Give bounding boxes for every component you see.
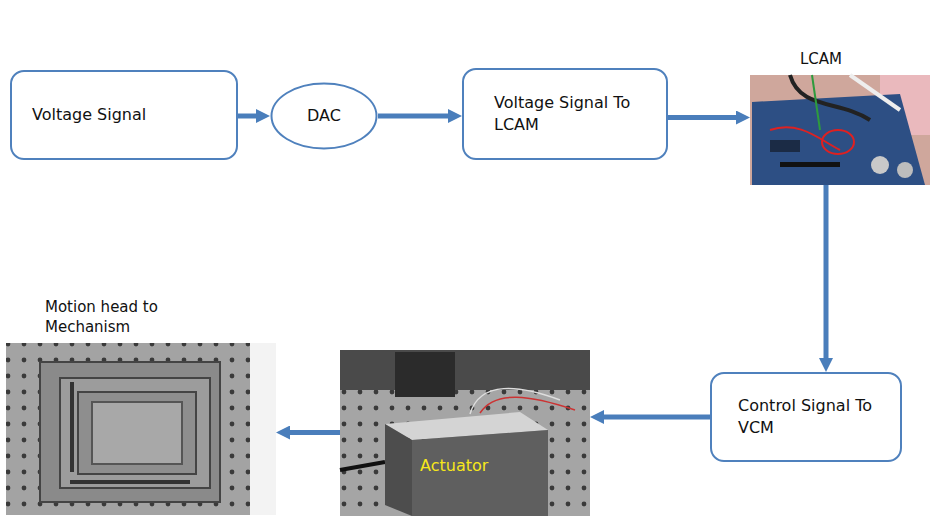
node-label: DAC <box>307 105 341 127</box>
capacitor <box>871 156 889 174</box>
flow-arrow <box>238 114 260 119</box>
actuator-photo-node: Actuator <box>340 350 590 516</box>
flexure-slot <box>70 382 74 472</box>
actuator-photo <box>340 350 590 516</box>
photo-heading: LCAM <box>800 49 842 69</box>
process-box: Voltage Signal <box>10 70 238 160</box>
mechanism-photo-node: Motion head to Mechanism <box>6 343 276 515</box>
flow-arrow <box>286 430 340 435</box>
chip <box>770 140 800 152</box>
wire <box>770 127 840 150</box>
cable <box>340 462 385 470</box>
flow-arrow <box>378 114 452 119</box>
table-holes <box>6 343 276 515</box>
node-label: Control Signal To VCM <box>738 395 876 438</box>
photo-heading: Motion head to Mechanism <box>45 297 180 338</box>
actuator-front <box>412 430 548 516</box>
wire <box>480 397 575 413</box>
actuator-side <box>385 424 412 516</box>
photo-heading: Actuator <box>420 455 488 477</box>
table-holes <box>340 390 590 516</box>
mechanism-photo <box>6 343 276 515</box>
optical-table <box>340 390 590 516</box>
header-pins <box>780 162 840 167</box>
middle-frame <box>60 378 210 488</box>
outer-frame <box>40 362 220 502</box>
converter-ellipse: DAC <box>270 82 378 150</box>
ellipse-shape <box>272 84 377 149</box>
process-box: Voltage Signal To LCAM <box>462 68 668 160</box>
photo-ground <box>750 75 930 185</box>
lcam-photo <box>750 75 930 185</box>
photo-ground <box>340 350 590 516</box>
flow-arrow <box>668 115 740 120</box>
background-equipment <box>340 350 590 390</box>
node-label: Voltage Signal <box>32 104 146 126</box>
highlight-circle <box>822 130 854 154</box>
background-wall <box>250 343 276 515</box>
flow-arrow <box>824 185 829 362</box>
inner-frame <box>78 392 196 474</box>
wire <box>812 75 820 130</box>
motion-stage <box>92 402 182 464</box>
capacitor <box>897 162 913 178</box>
node-label: Voltage Signal To LCAM <box>494 92 632 135</box>
process-box: Control Signal To VCM <box>710 372 902 462</box>
speaker-object <box>395 352 455 397</box>
photo-ground <box>6 343 276 515</box>
flow-arrow <box>600 415 710 420</box>
board-photo: LCAM <box>750 75 930 185</box>
flexure-slot <box>70 480 190 484</box>
cable <box>850 75 900 110</box>
